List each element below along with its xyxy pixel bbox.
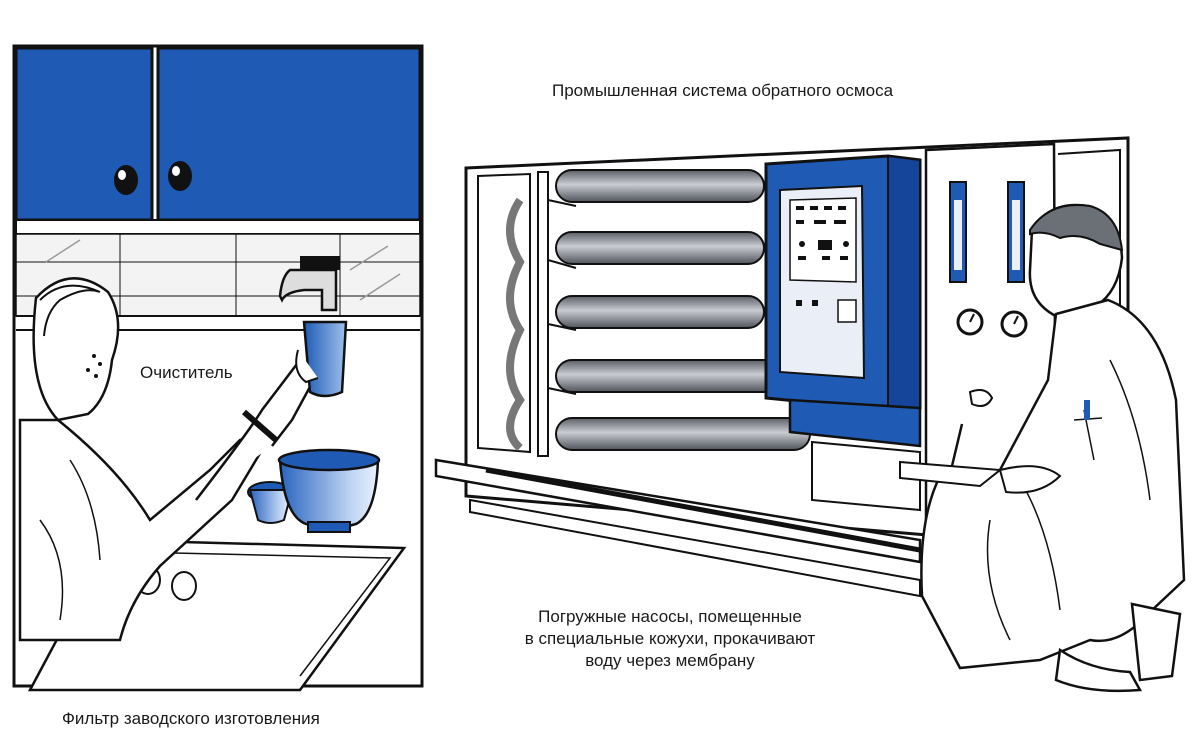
pumps-caption-line: Погружные насосы, помещенные bbox=[538, 607, 802, 626]
ro-system bbox=[434, 136, 1130, 598]
pumps-caption-line: воду через мембрану bbox=[585, 651, 755, 670]
pipe bbox=[555, 295, 765, 329]
pipe bbox=[555, 359, 793, 393]
ro-system-label: Промышленная система обратного осмоса bbox=[552, 81, 894, 100]
cabinet-right bbox=[156, 46, 422, 222]
cabinet-left bbox=[14, 46, 154, 222]
lab-coat bbox=[920, 298, 1186, 670]
membrane-pipes bbox=[506, 169, 811, 451]
control-cabinet bbox=[764, 154, 922, 512]
kitchen-scene bbox=[12, 44, 424, 692]
factory-filter-label: Фильтр заводского изготовления bbox=[62, 709, 320, 728]
faucet-handle bbox=[300, 256, 340, 270]
cabinet-knob-right bbox=[168, 161, 192, 191]
technician bbox=[899, 203, 1186, 693]
pipe bbox=[555, 417, 811, 451]
water-glass bbox=[302, 320, 348, 398]
person-head bbox=[32, 277, 120, 422]
clipboard bbox=[899, 460, 1003, 488]
purifier-label: Очиститель bbox=[140, 363, 233, 382]
cup bbox=[248, 489, 294, 524]
pipe bbox=[555, 169, 765, 203]
technician-shoes bbox=[1054, 647, 1143, 693]
pipe bbox=[555, 231, 765, 265]
faucet bbox=[278, 268, 338, 312]
cabinet-knob-left bbox=[114, 165, 138, 195]
pumps-caption: Погружные насосы, помещенные в специальн… bbox=[470, 606, 870, 672]
pumps-caption-line: в специальные кожухи, прокачивают bbox=[524, 629, 816, 648]
